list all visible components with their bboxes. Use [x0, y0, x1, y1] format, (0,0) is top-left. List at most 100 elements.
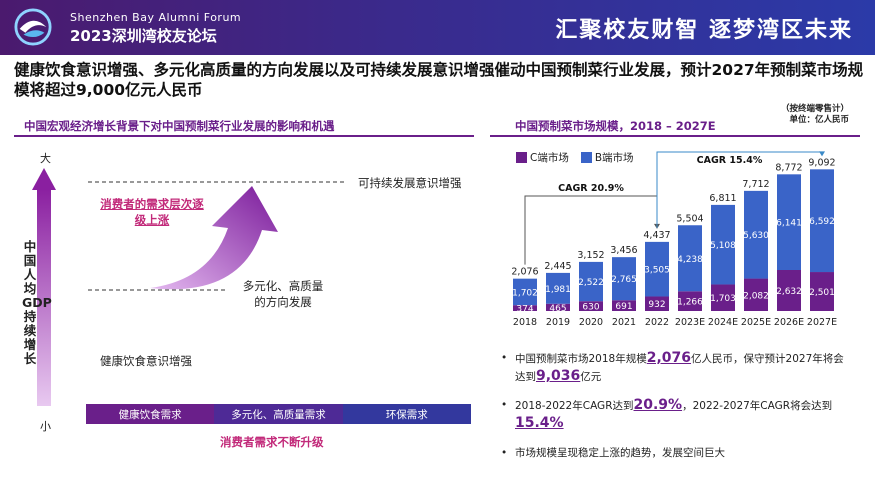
x-tick-label: 2020: [579, 317, 603, 328]
label-c: 2,501: [809, 288, 835, 298]
label-total: 3,152: [577, 250, 604, 261]
bar-c: [579, 301, 603, 311]
cagr-2-arrowhead: [819, 151, 825, 157]
bullet-2-value-a: 20.9%: [633, 397, 683, 413]
label-b: 2,765: [611, 275, 637, 285]
bullet-2-value-b: 15.4%: [515, 415, 564, 431]
bar-b: [546, 272, 570, 304]
x-tick-label: 2027E: [807, 317, 837, 328]
left-section-title: 中国宏观经济增长背景下对中国预制菜行业发展的影响和机遇: [24, 119, 335, 133]
bar-c: [711, 284, 735, 311]
bullet-1-value-b: 9,036: [536, 368, 581, 384]
label-c: 2,632: [776, 287, 802, 297]
bullet-1-value-a: 2,076: [646, 350, 692, 366]
left-title-underline: [14, 135, 474, 137]
bullet-dot-1: •: [501, 352, 508, 364]
cagr-1-label: CAGR 20.9%: [558, 183, 624, 194]
legend-swatch-c: [516, 152, 527, 163]
growth-arrow: [150, 186, 278, 290]
bar-c: [645, 296, 669, 311]
bar-c: [546, 303, 570, 311]
label-total: 2,445: [544, 261, 571, 272]
x-tick-label: 2024E: [708, 317, 738, 328]
vertical-axis-arrow: [32, 168, 56, 406]
bar-b: [744, 190, 768, 279]
label-b: 5,630: [743, 231, 769, 241]
demand-strip: 健康饮食需求 多元化、高质量需求 环保需求: [86, 404, 471, 424]
label-c: 1,703: [710, 294, 736, 304]
health-label: 健康饮食意识增强: [100, 354, 192, 368]
bar-b: [645, 241, 669, 297]
legend-swatch-b: [580, 152, 592, 163]
label-c: 2,082: [743, 291, 769, 301]
axis-top-label: 大: [40, 152, 51, 165]
diversified-label: 多元化、高质量的方向发展: [242, 279, 324, 309]
x-tick-label: 2026E: [774, 317, 804, 328]
label-total: 7,712: [742, 179, 769, 190]
label-total: 6,811: [709, 193, 736, 204]
label-b: 3,505: [644, 266, 670, 276]
axis-bottom-label: 小: [40, 420, 51, 433]
bullet-3-text: 市场规模呈现稳定上涨的趋势，发展空间巨大: [515, 447, 725, 459]
label-c: 1,266: [677, 298, 703, 308]
bullet-2: • 2018-2022年CAGR达到20.9%，2022-2027年CAGR将会…: [501, 397, 845, 433]
legend: C端市场 B端市场: [516, 150, 634, 165]
bullet-2-text-b: ，2022-2027年CAGR将会达到: [682, 400, 833, 412]
x-tick-label: 2021: [612, 317, 636, 328]
bar-c: [513, 305, 537, 311]
unit-note-line-2: 单位：亿人民币: [789, 115, 849, 125]
slogan: 汇聚校友财智 逐梦湾区未来: [555, 18, 853, 43]
label-total: 5,504: [676, 213, 703, 224]
unit-note: （按终端零售计） 单位：亿人民币: [781, 104, 849, 126]
label-b: 6,592: [809, 217, 835, 227]
bar-c: [744, 278, 768, 311]
strip-eco: 环保需求: [342, 404, 471, 424]
bar-b: [711, 204, 735, 285]
label-c: 691: [615, 302, 632, 312]
bullet-1: • 中国预制菜市场2018年规模2,076亿人民币，保守预计2027年将会达到9…: [501, 350, 845, 386]
legend-label-b: B端市场: [594, 152, 634, 164]
label-c: 932: [648, 300, 665, 310]
bar-c: [777, 269, 801, 311]
label-c: 374: [516, 305, 533, 315]
bar-c: [612, 300, 636, 311]
right-section-title: 中国预制菜市场规模，2018 – 2027E: [515, 119, 716, 133]
left-diagram: [32, 168, 345, 406]
bullet-3: • 市场规模呈现稳定上涨的趋势，发展空间巨大: [501, 445, 845, 462]
bullet-dot-3: •: [501, 447, 508, 459]
strip-diversified: 多元化、高质量需求: [214, 404, 343, 424]
cagr-2-label: CAGR 15.4%: [697, 155, 763, 166]
left-panel: 大 小 中国人均GDP持续增长 可持续发展意识增强 消费者的需求层次逐级上涨 多…: [0, 140, 475, 493]
header-banner: Shenzhen Bay Alumni Forum 2023深圳湾校友论坛 汇聚…: [0, 0, 875, 55]
bar-c: [678, 291, 702, 311]
label-c: 465: [549, 304, 566, 314]
x-tick-label: 2023E: [675, 317, 705, 328]
forum-name-en: Shenzhen Bay Alumni Forum: [70, 11, 242, 24]
bar-b: [612, 257, 636, 301]
market-size-chart: CAGR 20.9%CAGR 15.4% 3741,7022,076201846…: [511, 151, 837, 328]
label-total: 9,092: [808, 157, 835, 168]
label-b: 2,522: [578, 278, 604, 288]
page-headline: 健康饮食意识增强、多元化高质量的方向发展以及可持续发展意识增强催动中国预制菜行业…: [14, 61, 864, 99]
bullet-1-text-a: 中国预制菜市场2018年规模: [515, 353, 647, 365]
label-b: 1,702: [512, 288, 538, 298]
label-b: 4,238: [677, 255, 703, 265]
bar-b: [579, 261, 603, 302]
bullet-1-text-b: 亿人民币，保守预计2027年将会达到: [515, 353, 844, 383]
bullet-2-text-a: 2018-2022年CAGR达到: [515, 400, 634, 412]
bar-c: [810, 272, 834, 311]
bullet-1-text-c: 亿元: [580, 371, 602, 383]
x-tick-label: 2019: [546, 317, 570, 328]
bullet-dot-2: •: [501, 399, 508, 411]
x-tick-label: 2022: [645, 317, 669, 328]
x-tick-label: 2025E: [741, 317, 771, 328]
bar-b: [678, 225, 702, 292]
bar-b: [777, 174, 801, 270]
strip-health: 健康饮食需求: [86, 404, 215, 424]
label-total: 3,456: [610, 245, 637, 256]
right-title-underline: [490, 135, 860, 137]
label-total: 8,772: [775, 162, 802, 173]
forum-name-cn: 2023深圳湾校友论坛: [70, 27, 217, 45]
bar-b: [810, 169, 834, 273]
legend-label-c: C端市场: [530, 152, 569, 164]
